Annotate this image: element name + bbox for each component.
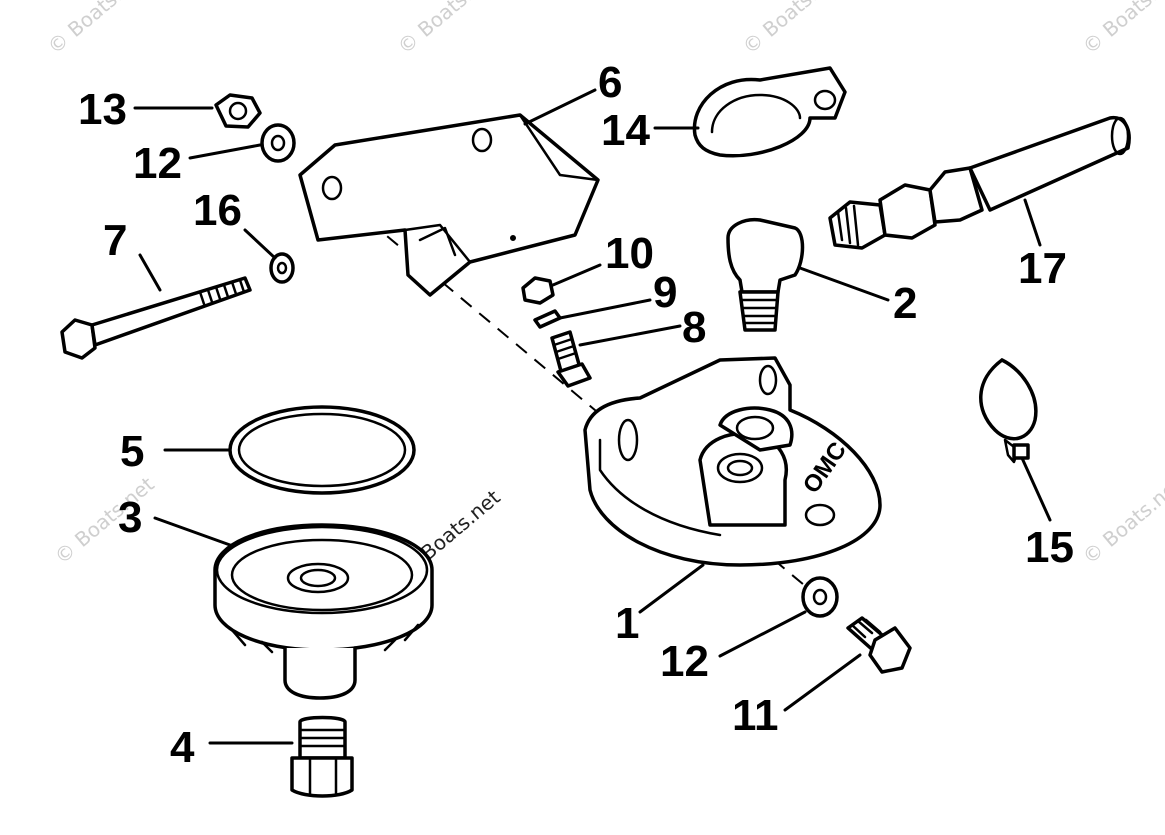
callout-11: 11: [732, 691, 779, 740]
callout-5: 5: [120, 427, 144, 476]
part-9-pin: [533, 309, 562, 329]
part-11-screw: [846, 616, 912, 674]
callout-9: 9: [653, 268, 677, 317]
part-6-bracket: [298, 113, 600, 297]
callout-17: 17: [1018, 244, 1067, 293]
callout-3: 3: [118, 493, 142, 542]
part-3-filter-cap: [213, 523, 434, 700]
part-12-washer-bottom: [801, 576, 839, 618]
callout-14: 14: [601, 106, 650, 155]
callout-4: 4: [170, 723, 195, 772]
leader-lines: [133, 88, 1052, 745]
part-17-hose-fitting: [828, 115, 1131, 250]
part-13-nut: [214, 93, 262, 129]
part-8-screw: [550, 330, 592, 388]
callout-13: 13: [78, 85, 127, 134]
part-7-bolt: [60, 276, 252, 360]
part-4-fitting: [290, 715, 354, 798]
callout-12-top: 12: [133, 139, 182, 188]
callout-16: 16: [193, 186, 242, 235]
part-2-elbow: [726, 217, 805, 332]
watermark: © Boats.net: [43, 0, 152, 59]
callout-12-bottom: 12: [660, 637, 709, 686]
callout-numbers: 13 12 16 7 6 14 10 9 8 2 17 15 5 3 1 12 …: [78, 58, 1074, 772]
watermark: © Boats.net: [1078, 0, 1165, 59]
callout-15: 15: [1025, 523, 1074, 572]
callout-7: 7: [103, 216, 127, 265]
part-5-o-ring: [228, 405, 416, 495]
callout-8: 8: [682, 303, 706, 352]
part-12-washer-top: [260, 123, 296, 163]
part-1-filter-housing: OMC: [583, 356, 882, 567]
part-16-washer: [269, 252, 295, 284]
callout-6: 6: [598, 58, 622, 107]
watermark: © Boats.net: [393, 0, 502, 59]
callout-1: 1: [615, 599, 639, 648]
watermark: © Boats.net: [738, 0, 847, 59]
watermark: © Boats.net: [1078, 472, 1165, 569]
callout-2: 2: [893, 279, 917, 328]
part-15-cable-tie: [979, 358, 1038, 464]
part-10-small-nut: [521, 276, 555, 305]
callout-10: 10: [605, 229, 654, 278]
part-14-clamp: [692, 66, 847, 158]
